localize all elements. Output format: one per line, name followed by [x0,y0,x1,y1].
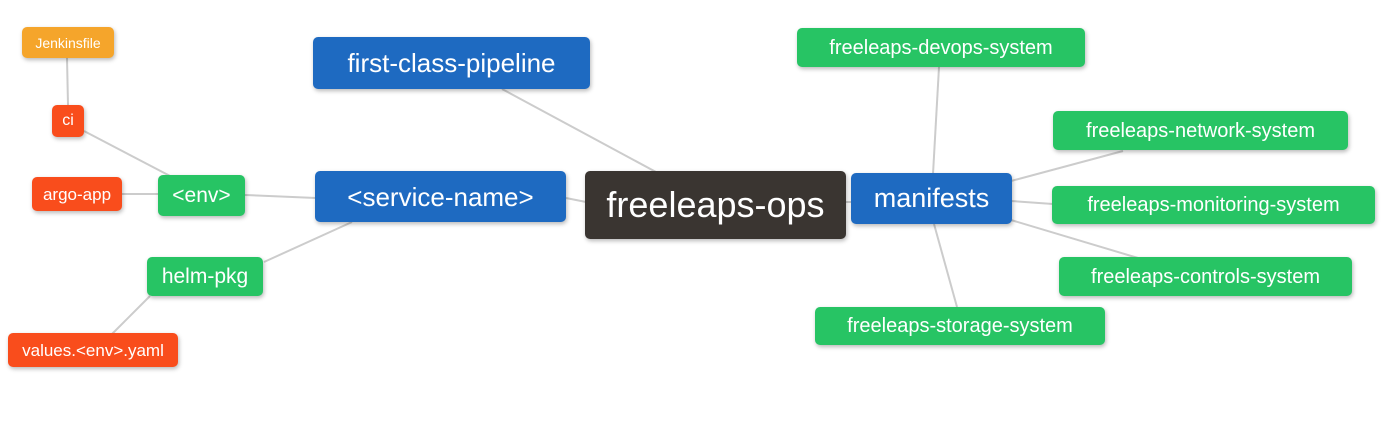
node-freeleaps-devops-system[interactable]: freeleaps-devops-system [797,28,1085,67]
edge-manifests-freeleaps-storage-system [933,223,958,308]
node-ci[interactable]: ci [52,105,84,137]
node-env[interactable]: <env> [158,175,245,216]
node-values-env-yaml[interactable]: values.<env>.yaml [8,333,178,367]
edge-manifests-freeleaps-network-system [1010,150,1124,182]
edge-manifests-freeleaps-devops-system [932,66,940,175]
node-service-name[interactable]: <service-name> [315,171,566,222]
edge-helm-pkg-values-env-yaml [111,295,151,335]
edge-jenkinsfile-ci [66,57,69,106]
edge-service-name-freeleaps-ops [565,197,587,203]
node-manifests[interactable]: manifests [851,173,1012,224]
node-argo-app[interactable]: argo-app [32,177,122,211]
edge-manifests-freeleaps-monitoring-system [1010,200,1054,205]
node-freeleaps-monitoring-system[interactable]: freeleaps-monitoring-system [1052,186,1375,224]
node-freeleaps-ops[interactable]: freeleaps-ops [585,171,846,239]
node-freeleaps-storage-system[interactable]: freeleaps-storage-system [815,307,1105,345]
node-first-class-pipeline[interactable]: first-class-pipeline [313,37,590,89]
edge-env-service-name [244,194,317,199]
node-freeleaps-network-system[interactable]: freeleaps-network-system [1053,111,1348,150]
node-freeleaps-controls-system[interactable]: freeleaps-controls-system [1059,257,1352,296]
edge-service-name-helm-pkg [263,221,353,263]
edge-first-class-pipeline-freeleaps-ops [501,88,657,173]
node-jenkinsfile[interactable]: Jenkinsfile [22,27,114,58]
node-helm-pkg[interactable]: helm-pkg [147,257,263,296]
edge-manifests-freeleaps-controls-system [1010,219,1139,259]
edge-ci-env [83,130,173,178]
